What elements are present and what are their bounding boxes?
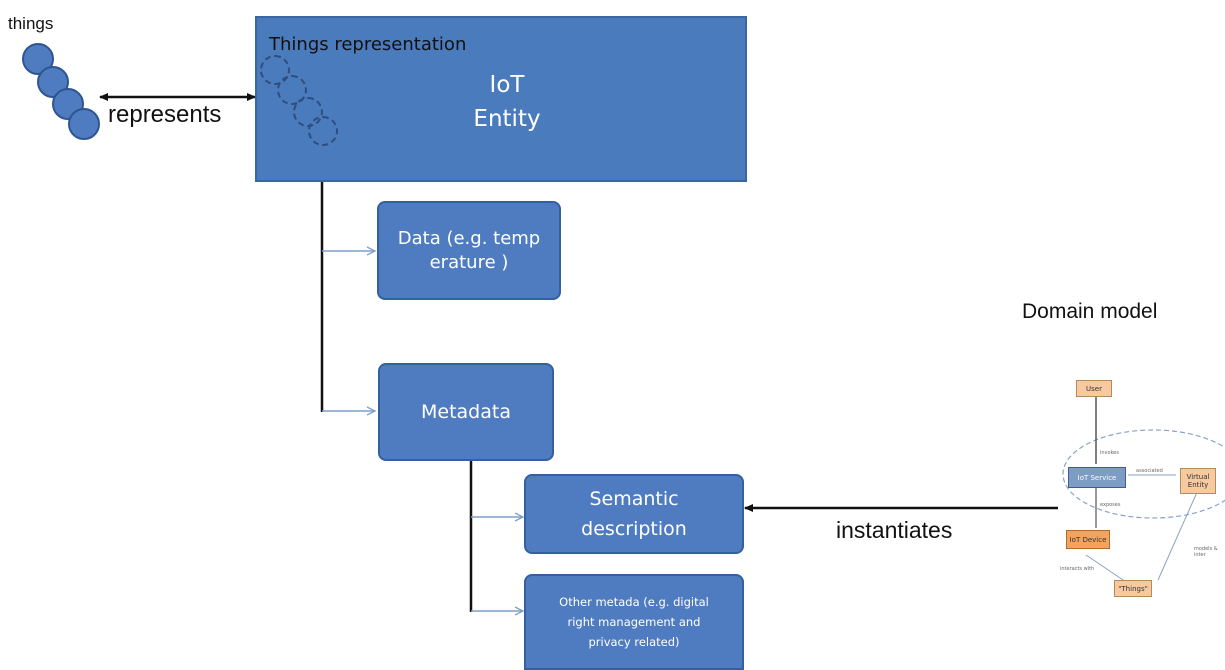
model-user-box: User: [1076, 380, 1112, 397]
metadata-box[interactable]: Metadata: [378, 363, 554, 461]
iot-entity-line1: IoT: [489, 72, 525, 98]
model-exposes-label: exposes: [1100, 502, 1121, 508]
model-models-interacts-label: models & inter: [1194, 546, 1218, 558]
domain-model-title: Domain model: [1022, 300, 1158, 323]
data-box-label: Data (e.g. temperature ): [397, 227, 541, 273]
iot-entity-box[interactable]: Things representation IoT Entity: [255, 16, 747, 182]
iot-entity-line2: Entity: [473, 106, 541, 132]
instantiates-label: instantiates: [836, 517, 953, 543]
metadata-box-label: Metadata: [421, 401, 511, 423]
iot-entity-title: IoT Entity: [457, 68, 557, 136]
domain-model-thumbnail[interactable]: User invokes IoT Service associated Virt…: [1058, 340, 1225, 612]
semantic-description-label: Semantic description: [581, 488, 687, 540]
represents-label: represents: [108, 101, 222, 128]
model-iot-device-box: IoT Device: [1066, 530, 1110, 549]
model-things-box: "Things": [1114, 580, 1152, 597]
model-virtual-entity-box: Virtual Entity: [1180, 468, 1216, 494]
other-metadata-box[interactable]: Other metada (e.g. digital right managem…: [524, 574, 744, 670]
other-metadata-label: Other metada (e.g. digital right managem…: [559, 595, 709, 649]
things-representation-header: Things representation: [269, 34, 467, 55]
model-associated-label: associated: [1136, 468, 1163, 474]
semantic-description-box[interactable]: Semantic description: [524, 474, 744, 554]
data-box[interactable]: Data (e.g. temperature ): [377, 201, 561, 300]
domain-model-connectors: [1062, 384, 1225, 583]
model-interacts-with-label: interacts with: [1060, 566, 1095, 572]
things-label: things: [8, 14, 54, 33]
model-invokes-label: invokes: [1100, 450, 1119, 456]
model-iot-service-box: IoT Service: [1068, 467, 1126, 488]
